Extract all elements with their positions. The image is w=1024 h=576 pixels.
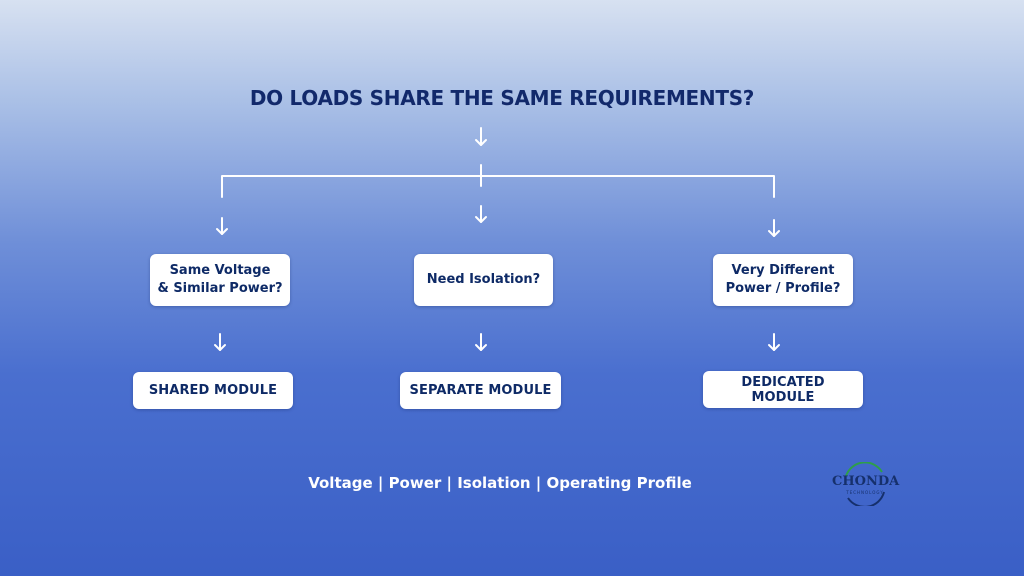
company-logo: CHONDA TECHNOLOGY — [832, 462, 900, 506]
arrow-question-right — [768, 333, 780, 351]
arrow-question-left — [214, 333, 226, 351]
arrow-question-center — [475, 333, 487, 351]
logo-name: CHONDA — [832, 474, 900, 489]
arrow-branch-right — [768, 219, 780, 237]
arrow-title-down — [475, 127, 487, 146]
question-box-voltage: Same Voltage & Similar Power? — [150, 254, 290, 306]
question-text-line1: Need Isolation? — [426, 272, 541, 287]
module-box-dedicated: DEDICATED MODULE — [703, 371, 863, 408]
logo-subtitle: TECHNOLOGY — [846, 490, 884, 495]
module-box-shared: SHARED MODULE — [133, 372, 293, 409]
module-box-separate: SEPARATE MODULE — [400, 372, 561, 409]
tagline: Voltage | Power | Isolation | Operating … — [308, 474, 692, 492]
question-text-line1: Very Different — [731, 263, 835, 278]
question-box-isolation: Need Isolation? — [414, 254, 553, 306]
arrow-branch-center — [475, 205, 487, 223]
question-text-line2: Power / Profile? — [725, 281, 841, 296]
arrow-branch-left — [216, 217, 228, 235]
page-title: DO LOADS SHARE THE SAME REQUIREMENTS? — [249, 86, 755, 110]
question-box-profile: Very Different Power / Profile? — [713, 254, 853, 306]
question-text-line2: & Similar Power? — [157, 281, 283, 296]
question-text-line1: Same Voltage — [169, 263, 271, 278]
logo-ring-icon — [845, 462, 885, 506]
branch-bracket — [221, 175, 775, 198]
